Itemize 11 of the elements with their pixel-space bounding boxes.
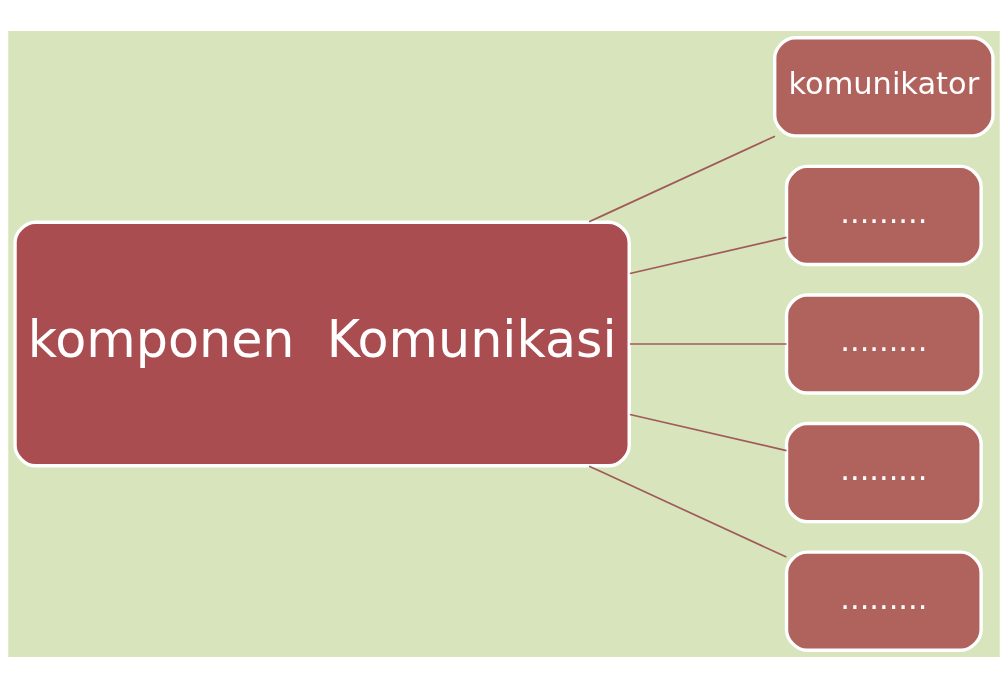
connector (629, 236, 788, 274)
connector (629, 413, 788, 451)
connector (629, 342, 788, 345)
node-box: ......... (784, 421, 983, 523)
connector (588, 464, 788, 558)
connector (588, 134, 776, 223)
node-box: komunikator (773, 35, 995, 138)
node-box: ......... (784, 549, 983, 652)
node-box: ......... (784, 164, 983, 266)
node-box: ......... (784, 292, 983, 395)
node-box: komponen Komunikasi (13, 220, 631, 467)
